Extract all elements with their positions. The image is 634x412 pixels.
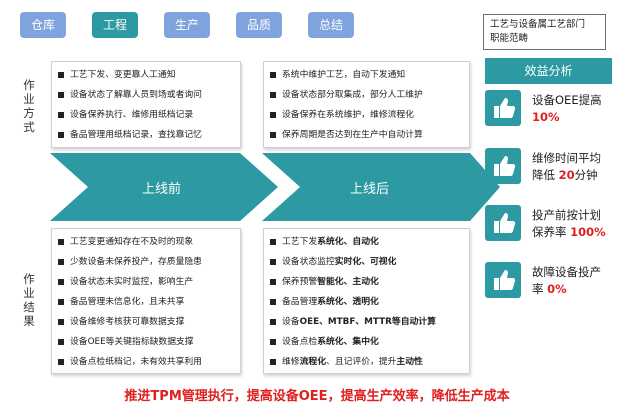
thumbs-up-icon <box>485 205 521 241</box>
after-result-box: 工艺下发系统化、自动化 设备状态监控实时化、可视化 保养预警智能化、主动化 备品… <box>263 228 470 374</box>
tab-summary[interactable]: 总结 <box>308 12 354 38</box>
list-item: 备品管理用纸档记录，查找靠记忆 <box>58 125 234 145</box>
list-item: 工艺变更通知存在不及时的现象 <box>58 232 234 252</box>
list-item: 设备保养在系统维护，维修流程化 <box>270 105 463 125</box>
list-item: 备品管理系统化、透明化 <box>270 292 463 312</box>
row-label-method: 作业方式 <box>23 78 35 134</box>
list-item: 保养预警智能化、主动化 <box>270 272 463 292</box>
list-item: 系统中维护工艺，自动下发通知 <box>270 65 463 85</box>
list-item: 备品管理未信息化，且未共享 <box>58 292 234 312</box>
footer-slogan: 推进TPM管理执行，提高设备OEE，提高生产效率，降低生产成本 <box>124 389 510 404</box>
thumbs-up-icon <box>485 262 521 298</box>
benefit-oee: 设备OEE提高 10% <box>532 93 602 124</box>
thumbs-up-icon <box>485 148 521 184</box>
list-item: 保养周期是否达到在生产中自动计算 <box>270 125 463 145</box>
before-method-box: 工艺下发、变更靠人工通知 设备状态了解靠人员到场或者询问 设备保养执行、维修用纸… <box>51 61 241 148</box>
benefit-repair-time: 维修时间平均 降低 20分钟 <box>532 151 601 182</box>
stage-before-label: 上线前 <box>142 182 182 197</box>
scope-note: 工艺与设备属工艺部门 职能范畴 <box>483 14 606 50</box>
benefit-heading: 效益分析 <box>485 58 612 84</box>
stage-after-label: 上线后 <box>350 182 390 197</box>
list-item: 设备维修考核获可靠数据支撑 <box>58 312 234 332</box>
list-item: 设备点检系统化、集中化 <box>270 332 463 352</box>
list-item: 少数设备未保养投产，存质量隐患 <box>58 252 234 272</box>
list-item: 设备点检纸档记，未有效共享利用 <box>58 352 234 372</box>
row-label-result: 作业结果 <box>23 272 35 328</box>
thumbs-up-icon <box>485 90 521 126</box>
list-item: 设备OEE等关键指标缺数据支撑 <box>58 332 234 352</box>
before-result-box: 工艺变更通知存在不及时的现象 少数设备未保养投产，存质量隐患 设备状态未实时监控… <box>51 228 241 374</box>
list-item: 设备保养执行、维修用纸档记录 <box>58 105 234 125</box>
list-item: 设备状态监控实时化、可视化 <box>270 252 463 272</box>
list-item: 工艺下发、变更靠人工通知 <box>58 65 234 85</box>
after-method-box: 系统中维护工艺，自动下发通知 设备状态部分取集成，部分人工维护 设备保养在系统维… <box>263 61 470 148</box>
list-item: 设备状态部分取集成，部分人工维护 <box>270 85 463 105</box>
tab-production[interactable]: 生产 <box>164 12 210 38</box>
list-item: 设备状态了解靠人员到场或者询问 <box>58 85 234 105</box>
list-item: 设备状态未实时监控，影响生产 <box>58 272 234 292</box>
tab-quality[interactable]: 品质 <box>236 12 282 38</box>
list-item: 工艺下发系统化、自动化 <box>270 232 463 252</box>
list-item: 维修流程化、且记评价，提升主动性 <box>270 352 463 372</box>
scope-note-line1: 工艺与设备属工艺部门 <box>490 19 586 30</box>
scope-note-line2: 职能范畴 <box>490 33 529 44</box>
benefit-maintenance-rate: 投产前按计划 保养率 100% <box>532 208 606 239</box>
list-item: 设备OEE、MTBF、MTTR等自动计算 <box>270 312 463 332</box>
tab-engineering[interactable]: 工程 <box>92 12 138 38</box>
benefit-fault-rate: 故障设备投产 率 0% <box>532 265 601 296</box>
tab-warehouse[interactable]: 仓库 <box>20 12 66 38</box>
